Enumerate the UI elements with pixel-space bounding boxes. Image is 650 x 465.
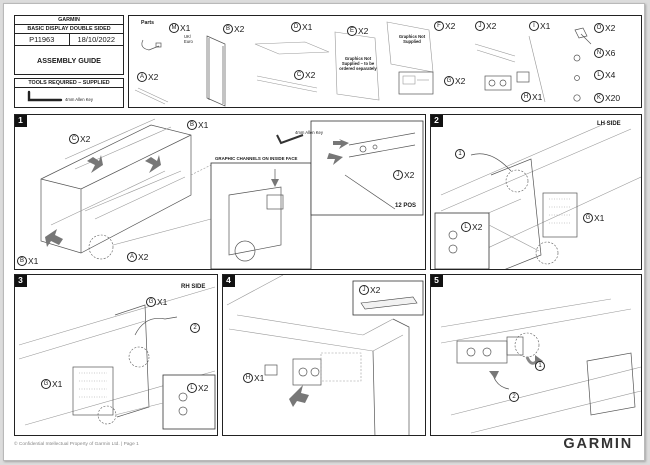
step-5-panel: 5 1 2	[430, 274, 642, 436]
step-2-seq-1: 1	[455, 149, 465, 159]
allen-key-icon	[27, 90, 63, 102]
title-doc-type: ASSEMBLY GUIDE	[37, 56, 101, 65]
step-2-number: 2	[431, 115, 443, 127]
step-5-seq-2: 2	[509, 392, 519, 402]
step-2-side: LH SIDE	[597, 121, 621, 127]
title-brand: GARMIN	[15, 16, 123, 25]
title-product: BASIC DISPLAY DOUBLE SIDED	[15, 25, 123, 34]
title-code: P11963	[29, 35, 55, 44]
step-5-drawing	[440, 298, 641, 434]
parts-drawings	[134, 21, 592, 107]
assembly-sheet: GARMIN BASIC DISPLAY DOUBLE SIDED P11963…	[3, 3, 645, 461]
step-2-drawing	[434, 120, 641, 269]
step-3-drawing	[18, 286, 216, 430]
step-5-seq-1: 1	[535, 361, 545, 371]
cable-drawing	[141, 39, 160, 51]
step-1-positions: 12 POS	[395, 203, 417, 209]
title-block: GARMIN BASIC DISPLAY DOUBLE SIDED P11963…	[14, 15, 124, 75]
tools-box: TOOLS REQUIRED – SUPPLIED 4mm Allen Key	[14, 78, 124, 108]
step-1-number: 1	[15, 115, 27, 127]
tools-heading: TOOLS REQUIRED – SUPPLIED	[15, 79, 123, 88]
part-e-note: Graphics Not Supplied – to be ordered se…	[339, 56, 377, 72]
step-3-side: RH SIDE	[181, 284, 206, 290]
step-1-tool-label: 4mm Allen Key	[295, 130, 323, 135]
title-date: 18/10/2022	[68, 34, 124, 45]
step-1-channels-note: GRAPHIC CHANNELS ON INSIDE FACE	[215, 156, 298, 161]
garmin-logo: GARMIN	[563, 436, 633, 452]
step-3-seq-2: 2	[190, 323, 200, 333]
step-5-number: 5	[431, 275, 443, 287]
step-4-number: 4	[223, 275, 235, 287]
parts-heading: Parts	[141, 20, 154, 26]
step-4-drawing	[226, 275, 424, 435]
tools-item: 4mm Allen Key	[65, 97, 93, 102]
step-3-number: 3	[15, 275, 27, 287]
part-m-note: UK/ Euro	[184, 34, 193, 44]
copyright-footer: © Confidential Intellectual Property of …	[14, 442, 139, 447]
part-f-note: Graphics Not Supplied	[398, 34, 426, 45]
step-1-drawing	[40, 118, 424, 269]
